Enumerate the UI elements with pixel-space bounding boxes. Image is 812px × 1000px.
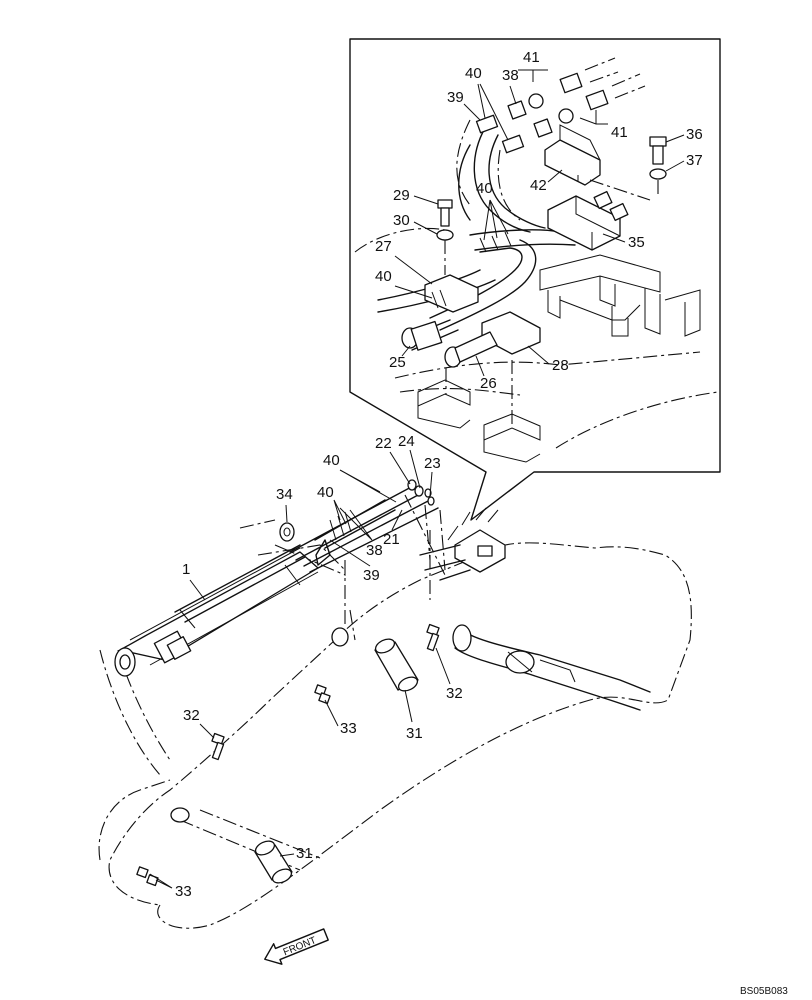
- callout-25: 25: [389, 354, 406, 371]
- callout-38b: 38: [366, 542, 383, 559]
- bolt-36: [649, 136, 667, 165]
- hose-lines: [458, 127, 546, 233]
- detail-frame: [349, 38, 721, 521]
- callout-29: 29: [393, 187, 410, 204]
- bolt-32-upper: [426, 623, 440, 652]
- callout-40e: 40: [317, 484, 334, 501]
- callout-24: 24: [398, 433, 415, 450]
- bolt-29: [437, 199, 453, 227]
- callout-42: 42: [530, 177, 547, 194]
- callout-21: 21: [383, 531, 400, 548]
- tube-lines: [289, 479, 439, 573]
- callout-31b: 31: [296, 845, 313, 862]
- callout-30: 30: [393, 212, 410, 229]
- pipe-end-25: [401, 320, 443, 351]
- washer-34: [279, 522, 295, 542]
- cylinder-1: [114, 544, 319, 677]
- front-arrow: FRONT: [264, 928, 329, 965]
- callout-35: 35: [628, 234, 645, 251]
- callout-38a: 38: [502, 67, 519, 84]
- lower-pivot: [170, 807, 190, 823]
- callout-39a: 39: [447, 89, 464, 106]
- callout-40b: 40: [476, 180, 493, 197]
- callout-32b: 32: [446, 685, 463, 702]
- callout-37: 37: [686, 152, 703, 169]
- support-bracket-lower: [539, 254, 701, 337]
- callout-34: 34: [276, 486, 293, 503]
- main-view: [98, 479, 692, 929]
- nut-33-upper: [314, 684, 331, 705]
- bracket-42: [544, 139, 601, 186]
- washer-37: [649, 168, 667, 180]
- callout-41a: 41: [523, 49, 540, 66]
- callout-36: 36: [686, 126, 703, 143]
- washer-30: [436, 229, 454, 241]
- callout-32a: 32: [183, 707, 200, 724]
- valve-block: [419, 507, 506, 581]
- detail-inset: [349, 38, 721, 521]
- callout-40c: 40: [375, 268, 392, 285]
- nut-33-lower: [136, 866, 159, 887]
- callout-33b: 33: [175, 883, 192, 900]
- pin-31-upper: [374, 638, 419, 692]
- mount-plate-1: [417, 379, 471, 429]
- callout-1: 1: [182, 561, 190, 578]
- drawing-code: BS05B083: [740, 986, 788, 997]
- pipe-assembly: [429, 229, 576, 331]
- callout-40a: 40: [465, 65, 482, 82]
- callout-41b: 41: [611, 124, 628, 141]
- callout-27: 27: [375, 238, 392, 255]
- callout-33a: 33: [340, 720, 357, 737]
- callout-23: 23: [424, 455, 441, 472]
- cylinder-rod-31: [454, 627, 651, 711]
- callout-39b: 39: [363, 567, 380, 584]
- bolt-32-lower: [211, 732, 225, 761]
- callout-40d: 40: [323, 452, 340, 469]
- pipe-26: [444, 331, 498, 368]
- pin-31-lower: [254, 840, 293, 884]
- boom-outline: [108, 542, 692, 929]
- adapter-41: [559, 57, 646, 111]
- nut-38: [528, 93, 574, 124]
- callout-26: 26: [480, 375, 497, 392]
- clamp-27: [424, 274, 479, 313]
- callout-22: 22: [375, 435, 392, 452]
- callout-28: 28: [552, 357, 569, 374]
- callouts: 41 40 38 39 41 36 37 42 29 30 40 35 27 4…: [149, 49, 703, 900]
- callout-31a: 31: [406, 725, 423, 742]
- fitting-39-40: [475, 100, 553, 154]
